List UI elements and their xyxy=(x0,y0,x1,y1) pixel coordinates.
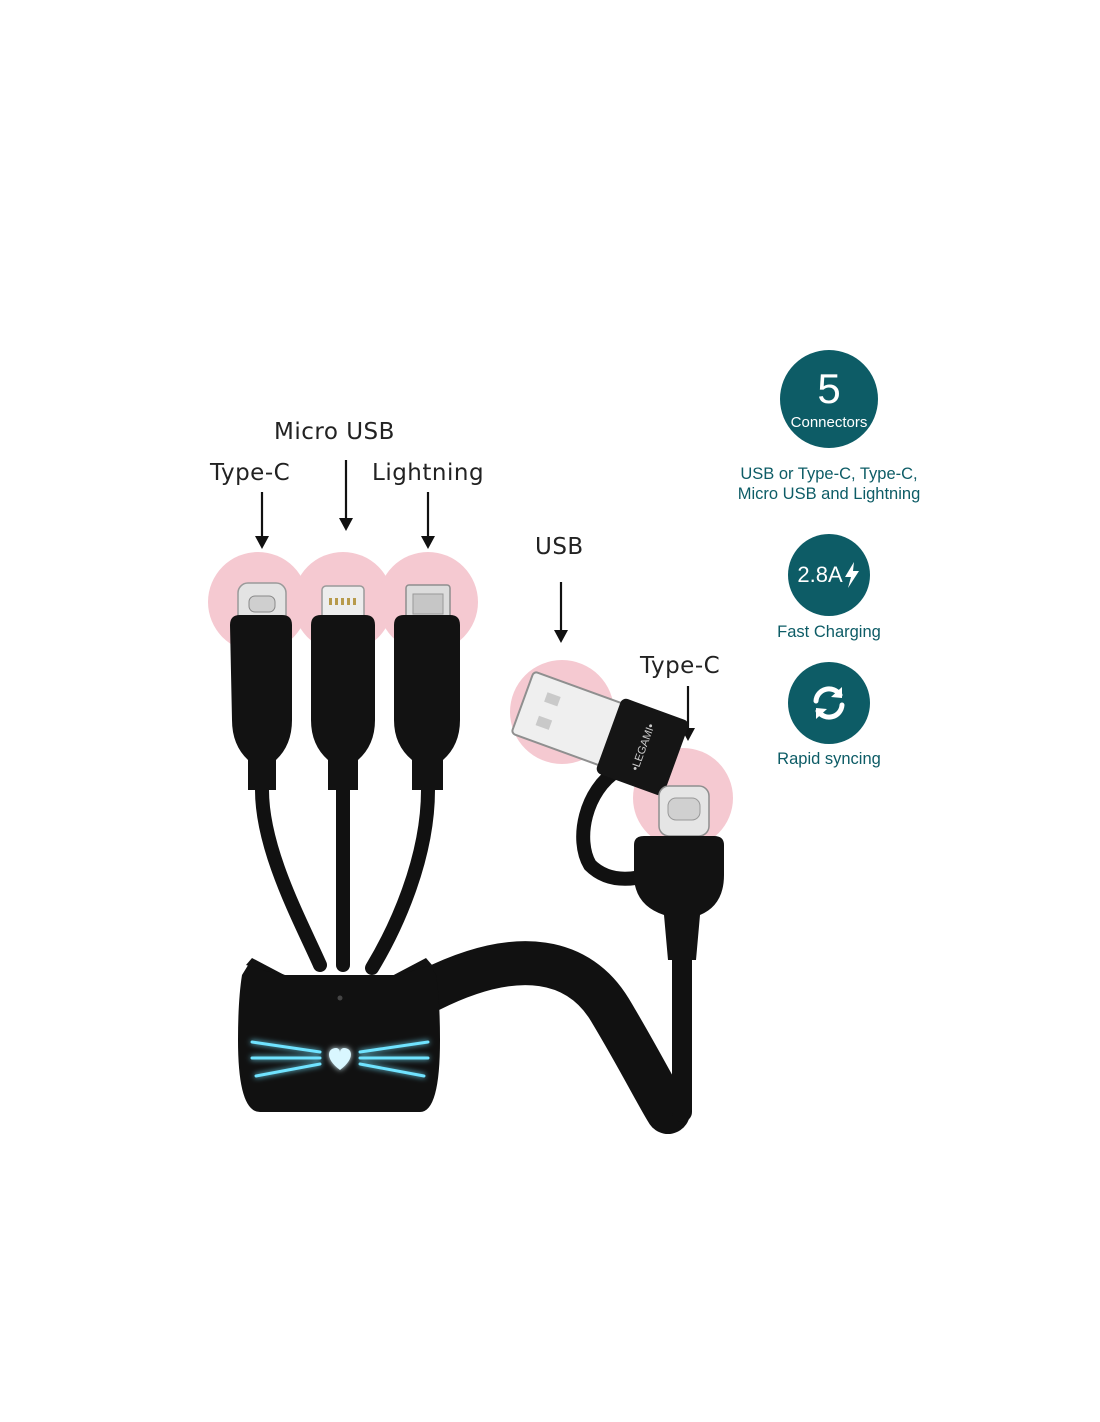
cat-head xyxy=(238,958,440,1112)
charging-badge: 2.8A xyxy=(788,534,870,616)
label-lightning: Lightning xyxy=(372,460,485,486)
charging-value: 2.8A xyxy=(797,562,843,587)
label-usb: USB xyxy=(535,534,584,560)
connectors-badge: 5 Connectors xyxy=(780,350,878,448)
usb-adapter: •LEGAMI• xyxy=(511,671,724,960)
left-connectors xyxy=(230,582,460,790)
charging-caption: Fast Charging xyxy=(777,623,881,641)
label-micro-usb: Micro USB xyxy=(274,419,395,445)
lightning-bolt-icon xyxy=(844,562,859,588)
connectors-description: USB or Type-C, Type-C, Micro USB and Lig… xyxy=(709,464,949,504)
heart-nose xyxy=(329,1048,351,1070)
pointer-arrows xyxy=(255,460,695,741)
syncing-caption: Rapid syncing xyxy=(777,750,881,768)
connectors-line-1: USB or Type-C, Type-C, xyxy=(740,465,918,483)
label-type-c-right: Type-C xyxy=(640,653,721,679)
label-type-c-left: Type-C xyxy=(210,460,291,486)
syncing-badge xyxy=(788,662,870,744)
sync-arrows-icon xyxy=(813,686,845,720)
connectors-line-2: Micro USB and Lightning xyxy=(737,485,921,503)
connectors-title: Connectors xyxy=(790,413,868,431)
whiskers xyxy=(250,1040,430,1078)
connectors-number: 5 xyxy=(817,364,841,412)
